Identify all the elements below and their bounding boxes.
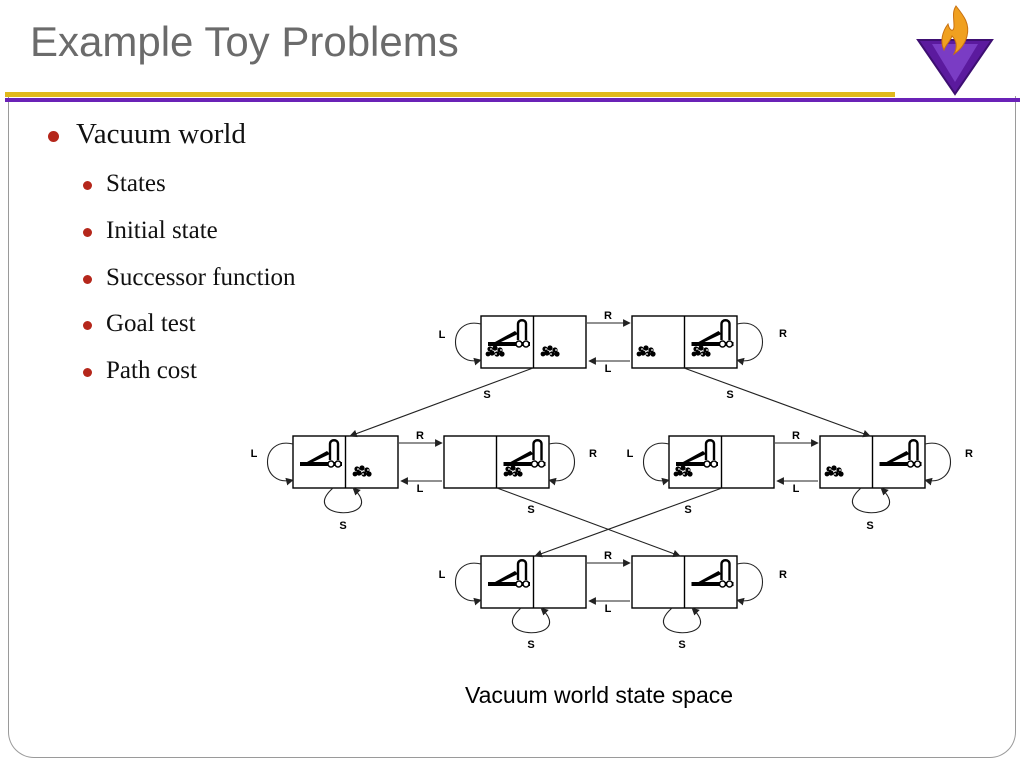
label-left: L	[251, 448, 258, 460]
loop-left	[266, 442, 294, 486]
loop-left	[454, 562, 482, 606]
label-suck: S	[527, 639, 534, 651]
edge-suck	[349, 367, 534, 438]
state-6	[819, 435, 926, 489]
label-right: R	[965, 448, 973, 460]
bullet-goal-test: Goal test	[106, 310, 196, 337]
label-left: L	[793, 483, 800, 495]
label-suck: S	[483, 389, 490, 401]
state-5	[668, 435, 775, 489]
edge-suck	[496, 487, 681, 558]
state-4	[443, 435, 550, 489]
state-3	[292, 435, 399, 489]
flame-logo-icon	[916, 5, 994, 96]
edge-suck	[534, 487, 723, 558]
bullet-successor-function: Successor function	[106, 264, 296, 291]
loop-suck	[512, 607, 550, 634]
loop-suck	[324, 487, 362, 514]
loop-right	[736, 322, 764, 366]
slide-frame	[8, 96, 1016, 758]
loop-suck	[663, 607, 701, 634]
loop-right	[924, 442, 952, 486]
logo-inner-triangle	[932, 44, 978, 82]
label-left: L	[439, 329, 446, 341]
bullet-dot	[48, 131, 59, 142]
label-right: R	[589, 448, 597, 460]
loop-left	[454, 322, 482, 366]
label-suck: S	[684, 504, 691, 516]
label-right: R	[792, 430, 800, 442]
bullet-dot	[83, 228, 92, 237]
label-suck: S	[678, 639, 685, 651]
label-right: R	[779, 328, 787, 340]
label-left: L	[439, 569, 446, 581]
label-left: L	[605, 363, 612, 375]
purple-rule	[5, 98, 1020, 102]
bullet-dot	[83, 321, 92, 330]
bullet-dot	[83, 181, 92, 190]
loop-right	[736, 562, 764, 606]
state-2	[631, 315, 738, 369]
label-left: L	[627, 448, 634, 460]
bullet-path-cost: Path cost	[106, 357, 197, 384]
label-suck: S	[866, 520, 873, 532]
bullet-vacuum-world: Vacuum world	[76, 118, 246, 150]
bullet-states: States	[106, 170, 166, 197]
bullet-dot	[83, 275, 92, 284]
gold-rule	[5, 92, 895, 97]
edge-suck	[683, 367, 871, 438]
label-right: R	[604, 310, 612, 322]
slide-title: Example Toy Problems	[30, 18, 459, 65]
state-7	[480, 555, 587, 609]
logo-flame	[941, 5, 969, 56]
label-suck: S	[527, 504, 534, 516]
state-8	[631, 555, 738, 609]
bullet-initial-state: Initial state	[106, 217, 218, 244]
label-right: R	[416, 430, 424, 442]
label-suck: S	[339, 520, 346, 532]
loop-right	[548, 442, 576, 486]
label-right: R	[604, 550, 612, 562]
loop-left	[642, 442, 670, 486]
diagram-caption: Vacuum world state space	[465, 682, 734, 708]
state-1	[480, 315, 587, 369]
bullet-dot	[83, 368, 92, 377]
loop-suck	[852, 487, 890, 514]
label-suck: S	[726, 389, 733, 401]
label-right: R	[779, 569, 787, 581]
label-left: L	[417, 483, 424, 495]
label-left: L	[605, 603, 612, 615]
